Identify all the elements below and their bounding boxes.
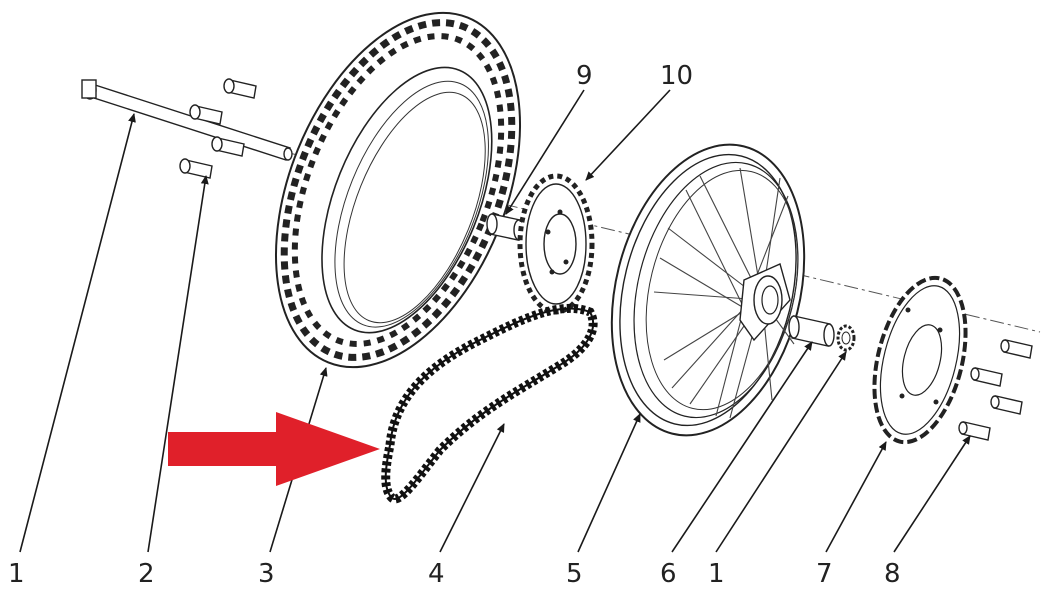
- red-right-arrow-icon: [168, 412, 380, 486]
- callout-label-2: 2: [138, 559, 155, 589]
- leader-lines: [19, 89, 971, 553]
- tire-part: [275, 11, 521, 369]
- callout-label-3: 3: [258, 559, 275, 589]
- callout-label-5: 5: [566, 559, 583, 589]
- axle-part: [81, 79, 293, 161]
- axle-nut-part: [836, 324, 856, 352]
- sprocket-part: [517, 173, 595, 315]
- callout-label-9: 9: [576, 61, 593, 91]
- pins-part: [179, 78, 257, 179]
- callout-label-10: 10: [660, 61, 693, 91]
- brake-disc-part: [872, 275, 968, 445]
- callout-labels: 1 2 3 4 5 6 1 7 8 9 10: [8, 61, 901, 589]
- wheel-rim-part: [610, 143, 806, 437]
- chain-part: [381, 304, 598, 504]
- callout-label-4: 4: [428, 559, 445, 589]
- callout-label-7: 7: [816, 559, 833, 589]
- hub-spacer-part: [788, 315, 835, 347]
- callout-label-8: 8: [884, 559, 901, 589]
- callout-label-1b: 1: [708, 559, 725, 589]
- callout-label-6: 6: [660, 559, 677, 589]
- disc-bolts-part: [958, 339, 1033, 441]
- callout-label-1: 1: [8, 559, 25, 589]
